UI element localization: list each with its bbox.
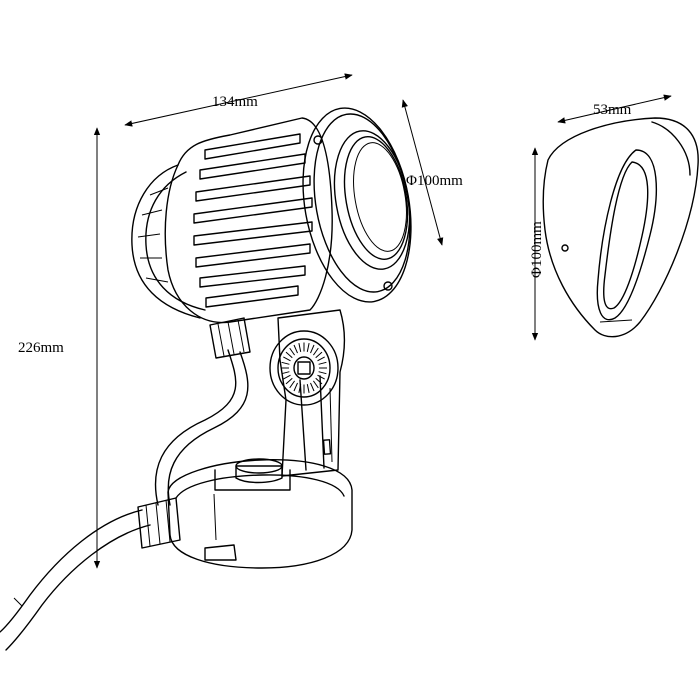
knob-grip-tick xyxy=(285,351,293,359)
dimension-shade-diameter: Φ100mm xyxy=(529,147,545,341)
knob-grip-tick xyxy=(310,382,315,392)
cooling-fin xyxy=(205,285,299,308)
mounting-base xyxy=(167,459,353,569)
anti-glare-shade xyxy=(542,117,699,338)
lamp-body xyxy=(164,117,333,324)
dimension-lens-label: Φ100mm xyxy=(406,173,463,189)
knob-grip-tick xyxy=(317,374,325,380)
mounting-bracket xyxy=(277,309,346,477)
base-bolt xyxy=(235,458,283,484)
knob-grip-tick xyxy=(293,382,298,392)
lamp-cable-gland xyxy=(209,317,251,359)
knob-grip-tick xyxy=(310,344,315,354)
dimension-lens-diameter: Φ100mm xyxy=(401,99,463,246)
cooling-fin xyxy=(204,133,301,160)
knob-grip-tick xyxy=(312,347,319,356)
dimension-shade-depth: 53mm xyxy=(557,94,672,124)
dimension-shade-depth-label: 53mm xyxy=(593,102,632,118)
cooling-fin xyxy=(195,243,311,268)
knob-grip-tick xyxy=(306,383,310,394)
shade-screw-hole xyxy=(561,244,569,252)
front-ring-screw xyxy=(383,281,393,291)
cooling-fin xyxy=(199,265,306,288)
knob-grip-tick xyxy=(317,356,325,362)
lamp-back-cap xyxy=(131,164,206,319)
knob-grip-tick xyxy=(298,342,302,353)
knob-grip-tick xyxy=(315,351,323,359)
knob-grip-tick xyxy=(289,380,296,389)
cooling-fin xyxy=(193,197,313,224)
dimension-shade-diameter-label: Φ100mm xyxy=(529,221,545,278)
knob-grip-tick xyxy=(283,356,291,362)
knob-grip-tick xyxy=(306,342,310,353)
knob-grip-tick xyxy=(315,377,323,385)
knob-grip-tick xyxy=(281,361,290,365)
base-cable-gland xyxy=(137,497,181,549)
knob-grip-tick xyxy=(281,371,290,375)
base-clip xyxy=(204,544,237,561)
knob-grip-tick xyxy=(289,347,296,356)
knob-grip-tick xyxy=(318,361,327,365)
knob-center-screw xyxy=(297,361,311,375)
cooling-fin xyxy=(199,153,306,180)
knob-grip-tick xyxy=(298,383,302,394)
knob-grip-tick xyxy=(293,344,298,354)
dimension-width-134: 134mm xyxy=(124,73,353,127)
cooling-fin xyxy=(195,175,311,202)
dimension-width-label: 134mm xyxy=(212,94,258,110)
pivot-knob xyxy=(269,330,339,406)
knob-grip-tick xyxy=(283,374,291,380)
dimension-height-label: 226mm xyxy=(18,340,64,356)
dimension-height-226: 226mm xyxy=(18,127,101,569)
lamp-lens xyxy=(333,130,411,270)
cooling-fin xyxy=(193,221,313,246)
power-cable xyxy=(0,349,249,651)
front-ring-screw xyxy=(313,135,323,145)
knob-grip-tick xyxy=(318,371,327,375)
knob-grip-tick xyxy=(312,380,319,389)
knob-grip-tick xyxy=(285,377,293,385)
